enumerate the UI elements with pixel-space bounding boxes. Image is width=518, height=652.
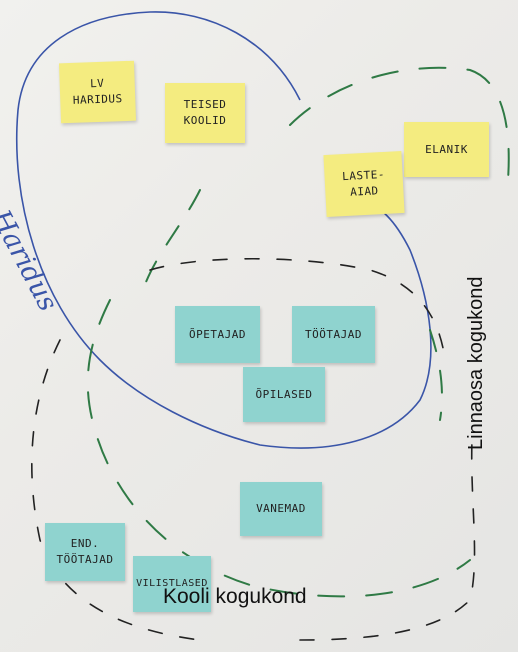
note-vilistlased: VILISTLASED [133,556,211,612]
note-lv-haridus: LV HARIDUS [58,60,137,124]
note-tootajad: TÖÖTAJAD [292,306,375,363]
note-teised-koolid: TEISED KOOLID [165,83,245,143]
note-vanemad: VANEMAD [240,482,322,536]
linnaosa-kogukond-label: Linnaosa kogukond [465,276,487,450]
note-end-tootajad: END. TÖÖTAJAD [45,523,125,581]
note-elanik: ELANIK [404,122,489,177]
note-opilased: ÕPILASED [243,367,325,422]
note-lasteaiad: LASTE- AIAD [323,151,405,217]
green-dashed-loop [86,66,510,598]
haridus-loop-line [15,11,432,449]
note-opetajad: ÕPETAJAD [175,306,260,363]
kooli-kogukond-label: Kooli kogukond [163,585,307,608]
green-dashed-inner [139,189,443,421]
black-dashed-loop [31,258,476,641]
